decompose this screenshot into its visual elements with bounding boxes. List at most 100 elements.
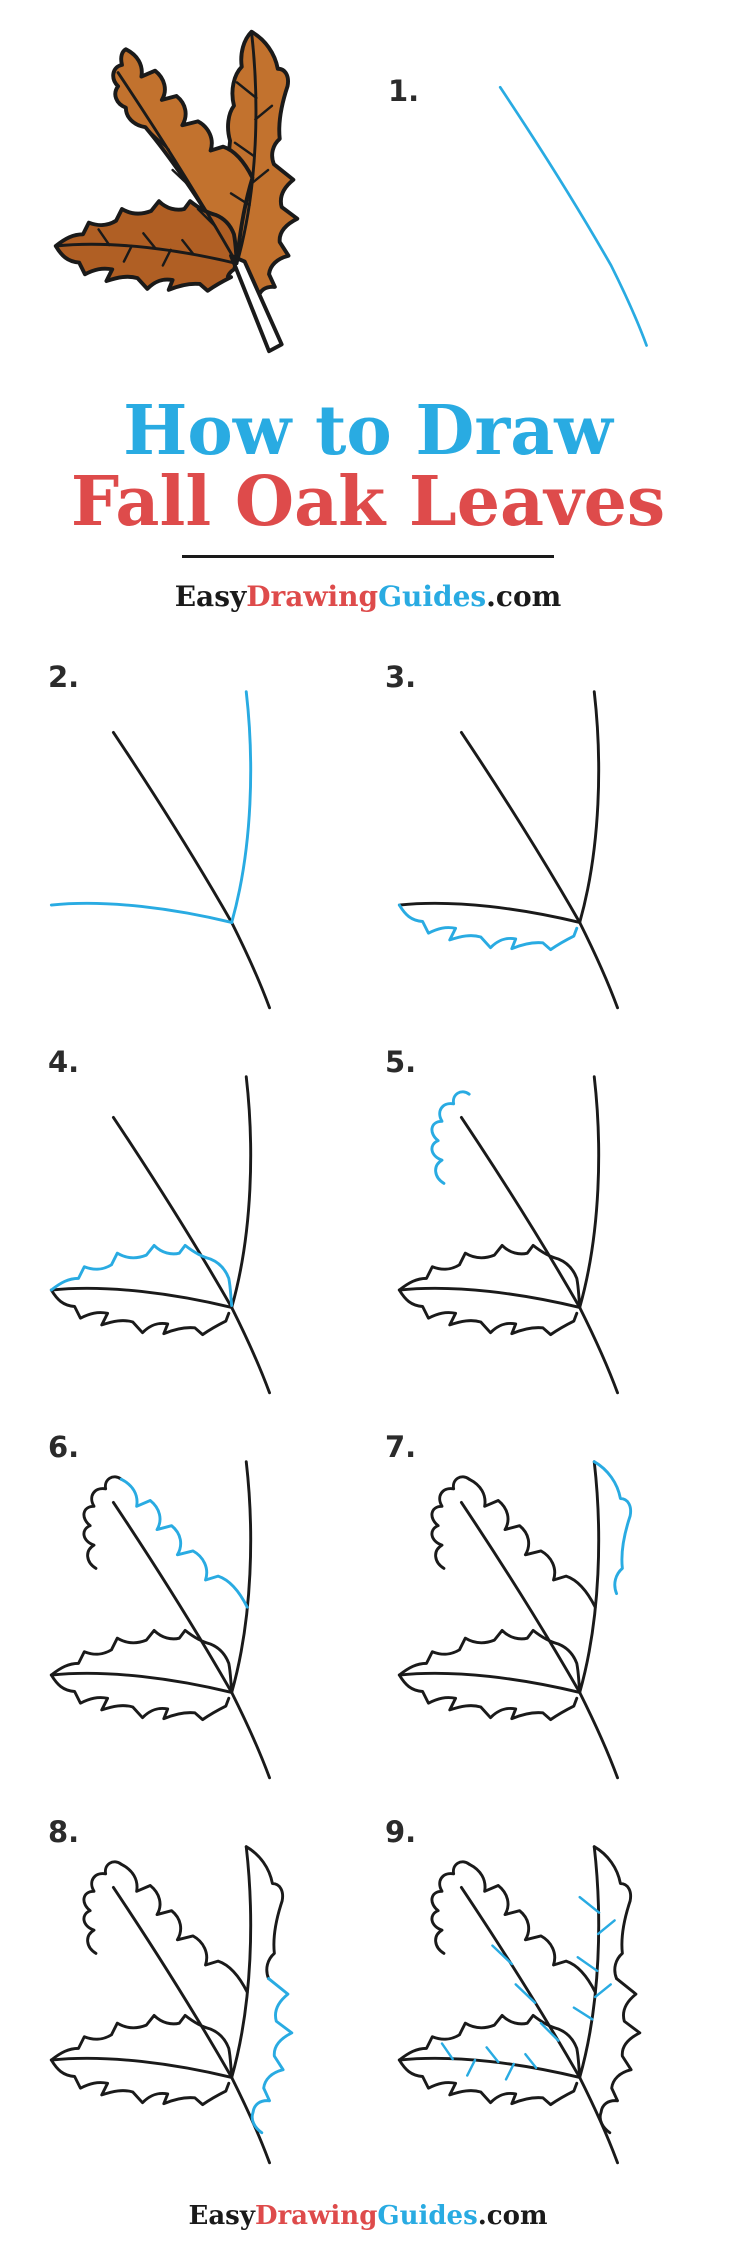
step-number: 6. bbox=[48, 1430, 80, 1464]
upper-leaf-left-edge-path bbox=[430, 1475, 471, 1570]
brand-drawing: Drawing bbox=[246, 579, 379, 613]
bottom-leaf-upper-edge-path bbox=[49, 2013, 234, 2077]
step-drawing bbox=[49, 1845, 294, 2165]
site-brand-header: EasyDrawingGuides.com bbox=[0, 580, 736, 613]
bottom-leaf-upper-edge-path bbox=[49, 1628, 234, 1692]
bottom-leaf-lower-edge-path bbox=[49, 2058, 231, 2107]
bottom-leaf-upper-edge-path bbox=[49, 1243, 234, 1307]
brand-dot-com: .com bbox=[486, 579, 562, 613]
brand-dot-com: .com bbox=[477, 2200, 548, 2231]
stem-midrib-line bbox=[116, 71, 239, 265]
stem-line-path bbox=[459, 1500, 619, 1780]
step-number: 9. bbox=[385, 1815, 417, 1849]
title-block: How to Draw Fall Oak Leaves EasyDrawingG… bbox=[0, 390, 736, 640]
bottom-leaf-lower-edge-path bbox=[397, 2058, 579, 2107]
stem-line-path bbox=[111, 1500, 271, 1780]
step-number: 3. bbox=[385, 660, 417, 694]
right-leaf-upper-edge-path bbox=[592, 1460, 633, 1596]
step-drawing bbox=[498, 85, 648, 347]
step-panel-3: 3. bbox=[368, 640, 736, 1025]
right-midrib-path bbox=[578, 1460, 601, 1694]
upper-leaf-top-edge-path bbox=[119, 1477, 249, 1609]
step-drawing-slot bbox=[30, 682, 350, 1017]
left-midrib-path bbox=[397, 2056, 582, 2079]
upper-leaf-left-edge-path bbox=[82, 1475, 123, 1570]
step-panel-4: 4. bbox=[0, 1025, 368, 1410]
step-number: 2. bbox=[48, 660, 80, 694]
right-midrib-line bbox=[235, 30, 258, 265]
brand-guides: Guides bbox=[377, 2200, 478, 2231]
right-midrib-path bbox=[578, 690, 601, 924]
step-number: 7. bbox=[385, 1430, 417, 1464]
bottom-leaf-lower-edge-path bbox=[397, 1288, 579, 1337]
bottom-leaf-lower-edge-path bbox=[397, 1673, 579, 1722]
left-midrib-path bbox=[397, 901, 582, 924]
stem-line-path bbox=[459, 1115, 619, 1395]
step-drawing bbox=[397, 1845, 642, 2165]
step-panel-6: 6. bbox=[0, 1410, 368, 1795]
left-midrib-path bbox=[397, 1286, 582, 1309]
stem-line-path bbox=[459, 730, 619, 1010]
step-drawing-slot bbox=[378, 682, 698, 1017]
leaf-veins-path bbox=[440, 1895, 616, 2081]
left-midrib-path bbox=[49, 1286, 234, 1309]
step-panel-5: 5. bbox=[368, 1025, 736, 1410]
stem-line-path bbox=[111, 1885, 271, 2165]
right-midrib-path bbox=[578, 1075, 601, 1309]
right-midrib-path bbox=[578, 1845, 601, 2079]
bottom-leaf-upper-edge-path bbox=[397, 1243, 582, 1307]
step-number: 8. bbox=[48, 1815, 80, 1849]
right-leaf-lower-edge-path bbox=[250, 1977, 294, 2135]
step-drawing bbox=[49, 690, 271, 1010]
upper-leaf-left-edge-path bbox=[430, 1860, 471, 1955]
step-panel-9: 9. bbox=[368, 1795, 736, 2180]
right-leaf-upper-edge-path bbox=[592, 1845, 633, 1981]
right-midrib-path bbox=[230, 1075, 253, 1309]
right-midrib-path bbox=[230, 1460, 253, 1694]
divider-rule bbox=[182, 554, 554, 558]
left-midrib-path bbox=[49, 2056, 234, 2079]
step-number: 5. bbox=[385, 1045, 417, 1079]
brand-easy: Easy bbox=[174, 579, 247, 613]
bottom-leaf-upper-edge-path bbox=[397, 1628, 582, 1692]
left-midrib-path bbox=[397, 1671, 582, 1694]
right-midrib-path bbox=[230, 1845, 253, 2079]
stem-line-path bbox=[111, 730, 271, 1010]
stem-line-path bbox=[459, 1885, 619, 2165]
title-line-2: Fall Oak Leaves bbox=[70, 462, 666, 543]
step-panel-1: 1. bbox=[366, 0, 736, 390]
upper-leaf-left-edge-path bbox=[430, 1090, 471, 1185]
step-panel-7: 7. bbox=[368, 1410, 736, 1795]
right-leaf-upper-edge-path bbox=[244, 1845, 285, 1981]
title-line-1: How to Draw bbox=[123, 391, 613, 471]
left-midrib-line bbox=[54, 242, 239, 265]
step-drawing bbox=[397, 1075, 619, 1395]
right-midrib-path bbox=[230, 690, 253, 924]
brand-drawing: Drawing bbox=[254, 2200, 378, 2231]
step-drawing bbox=[397, 1460, 633, 1780]
finished-leaf-illustration bbox=[0, 0, 366, 390]
bottom-leaf-lower-edge-path bbox=[49, 1673, 231, 1722]
hero-section: 1. bbox=[0, 0, 736, 390]
stem-line-path bbox=[498, 85, 648, 347]
bottom-leaf-lower-edge-path bbox=[49, 1288, 231, 1337]
upper-leaf-shape bbox=[111, 47, 255, 264]
stem-line-path bbox=[111, 1115, 271, 1395]
bottom-leaf-lower-edge-path bbox=[397, 903, 579, 952]
step-drawing-slot bbox=[30, 1452, 350, 1787]
left-midrib-path bbox=[49, 901, 234, 924]
upper-leaf-top-edge-path bbox=[119, 1862, 249, 1994]
step-drawing-slot bbox=[422, 40, 722, 354]
step-panel-8: 8. bbox=[0, 1795, 368, 2180]
step-panel-2: 2. bbox=[0, 640, 368, 1025]
step-number: 4. bbox=[48, 1045, 80, 1079]
brand-guides: Guides bbox=[378, 579, 487, 613]
step-drawing-slot bbox=[378, 1452, 698, 1787]
step-drawing-slot bbox=[30, 1067, 350, 1402]
step-drawing bbox=[49, 1460, 271, 1780]
step-drawing-slot bbox=[378, 1837, 698, 2172]
step-drawing bbox=[397, 690, 619, 1010]
right-leaf-lower-edge-path bbox=[598, 1977, 642, 2135]
